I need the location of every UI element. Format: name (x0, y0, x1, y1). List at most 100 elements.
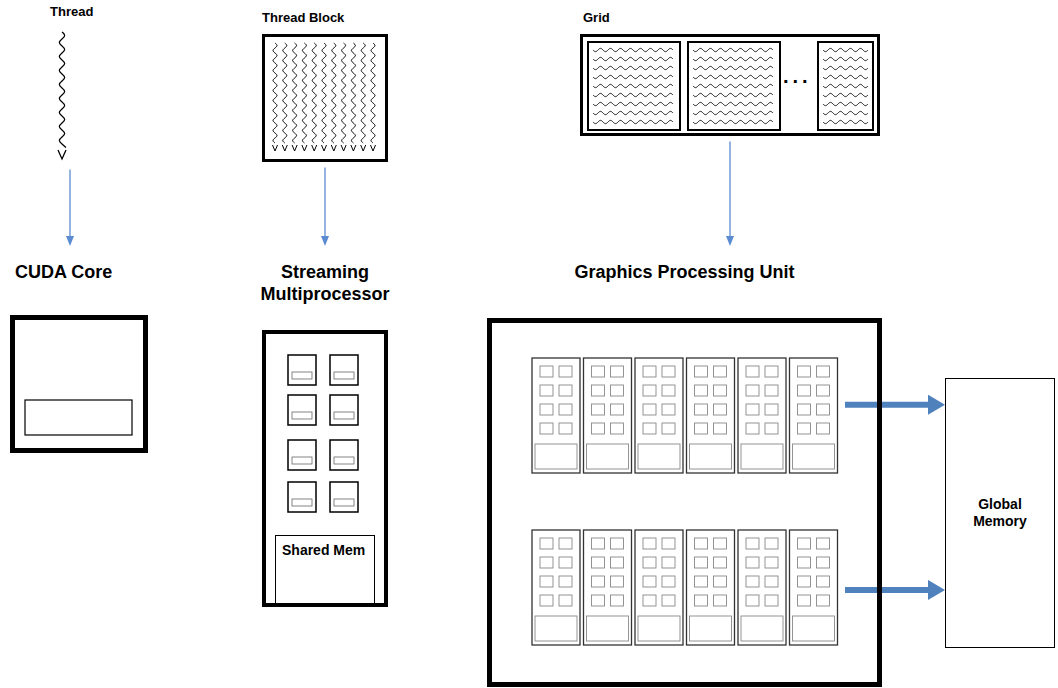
core-mini-unit (292, 412, 312, 419)
sm-mini-box (687, 530, 735, 645)
core-mini (817, 423, 830, 434)
core-mini (611, 595, 624, 606)
thread-squiggle (693, 75, 773, 78)
core-mini-unit (292, 457, 312, 464)
gpu-box-outline (487, 318, 882, 687)
core-mini (798, 423, 811, 434)
shared-mini (690, 444, 732, 469)
core-mini (611, 385, 624, 396)
grid-box: ...Grid (580, 10, 880, 136)
thread-squiggle (693, 57, 773, 60)
core-mini (643, 538, 656, 549)
core-mini (765, 557, 778, 568)
core-mini (695, 366, 708, 377)
shared-mini (587, 616, 629, 641)
core-mini (643, 576, 656, 587)
core-mini-box (288, 355, 316, 385)
core-mini (559, 557, 572, 568)
thread-squiggle (823, 111, 868, 114)
core-mini (746, 404, 759, 415)
core-mini (559, 595, 572, 606)
thread-arrowhead (361, 145, 366, 151)
shared-mini (535, 616, 577, 641)
core-mini (662, 557, 675, 568)
thread-squiggle (342, 43, 346, 143)
core-mini (559, 538, 572, 549)
thread-squiggle (59, 32, 66, 148)
core-mini (540, 404, 553, 415)
core-mini (540, 538, 553, 549)
core-mini (643, 423, 656, 434)
core-mini (643, 366, 656, 377)
global-memory-box-outline: Global Memory (945, 378, 1055, 648)
core-mini (592, 557, 605, 568)
core-mini (746, 423, 759, 434)
core-mini (611, 538, 624, 549)
core-mini-unit (292, 372, 312, 379)
thread-squiggle (593, 57, 673, 60)
memory-bus-arrow (845, 587, 928, 593)
gpu-box: Graphics Processing Unit (487, 262, 882, 687)
node-heading: Thread Block (262, 10, 422, 26)
box-text: Shared Mem (276, 536, 374, 566)
core-mini (540, 576, 553, 587)
box-label: Global Memory (952, 496, 1048, 531)
core-mini (798, 538, 811, 549)
heading: Graphics Processing Unit (527, 262, 842, 284)
thread-block-box-outline (262, 34, 388, 162)
heading: CUDA Core (15, 262, 195, 284)
core-mini (592, 423, 605, 434)
heading: Thread (50, 4, 130, 20)
core-mini (540, 366, 553, 377)
sm-mini-box (635, 358, 683, 473)
core-mini (592, 404, 605, 415)
core-mini (540, 595, 553, 606)
thread-squiggle (693, 102, 773, 105)
sm-mini-box (532, 530, 580, 645)
thread-arrowhead (371, 145, 376, 151)
thread-squiggle (823, 84, 868, 87)
core-mini (611, 423, 624, 434)
core-mini (592, 385, 605, 396)
block-box (818, 42, 873, 130)
shared-mini (793, 616, 835, 641)
streaming-multiprocessor-box-outline: Shared Mem (262, 330, 388, 607)
thread-squiggle (593, 66, 673, 69)
thread-squiggle (823, 93, 868, 96)
thread-arrowhead (322, 145, 327, 151)
thread-squiggle (593, 84, 673, 87)
core-mini (695, 404, 708, 415)
core-mini (714, 404, 727, 415)
core-mini (714, 366, 727, 377)
thread-icon: Thread (50, 4, 90, 164)
node-heading: Grid (583, 10, 783, 26)
core-mini (746, 385, 759, 396)
thread-squiggle (823, 102, 868, 105)
thread-squiggle (302, 43, 306, 143)
core-mini (611, 576, 624, 587)
core-mini (817, 366, 830, 377)
cuda-core-box: CUDA Core (10, 262, 148, 453)
core-mini (695, 595, 708, 606)
sm-mini-box (790, 530, 838, 645)
core-mini (817, 557, 830, 568)
node-heading: Graphics Processing Unit (527, 262, 842, 284)
core-mini (817, 404, 830, 415)
thread-squiggle (823, 120, 868, 123)
core-mini (643, 595, 656, 606)
mapping-arrow (729, 142, 730, 236)
shared-mini (535, 444, 577, 469)
core-mini (662, 366, 675, 377)
core-mini (592, 576, 605, 587)
core-mini (817, 538, 830, 549)
thread-arrowhead (351, 145, 356, 151)
sm-mini-box (532, 358, 580, 473)
shared-mini (690, 616, 732, 641)
heading: Streaming Multiprocessor (230, 262, 420, 305)
thread-squiggle (361, 43, 365, 143)
thread-arrowhead (58, 150, 66, 159)
shared-mini (793, 444, 835, 469)
thread-arrowhead (302, 145, 307, 151)
cuda-illustration (15, 320, 143, 448)
